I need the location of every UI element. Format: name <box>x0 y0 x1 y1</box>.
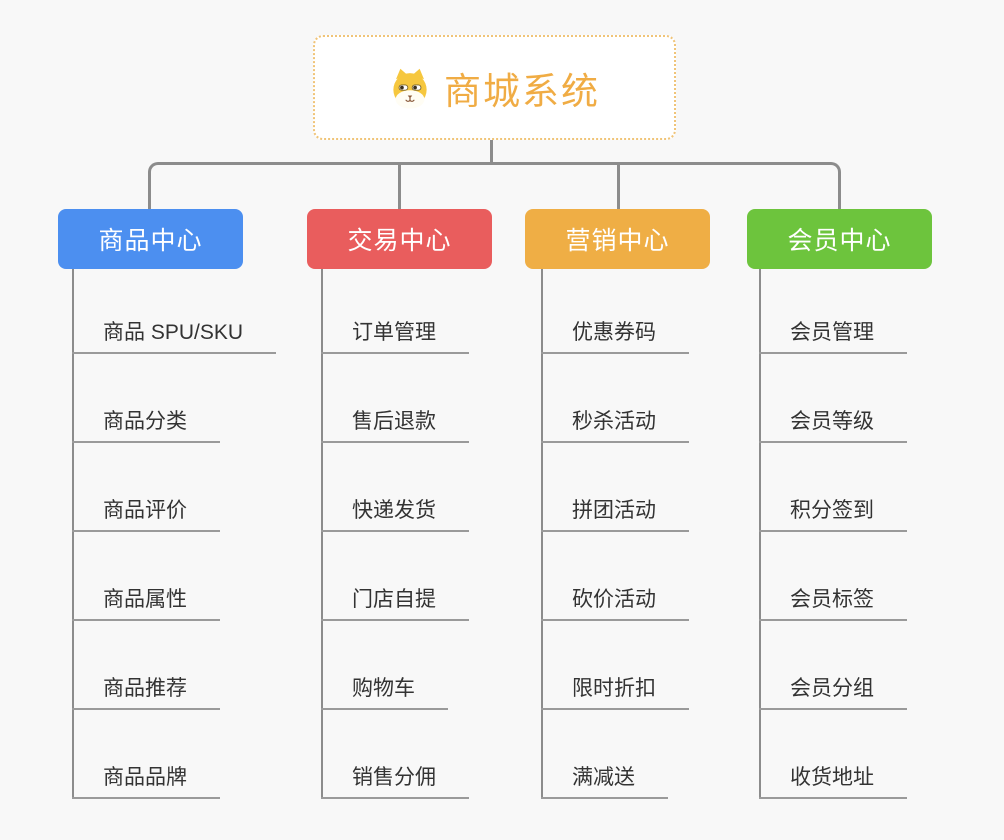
branch-product-center[interactable]: 商品中心 <box>58 209 243 269</box>
topic-item[interactable]: 商品品牌 <box>72 710 220 799</box>
topic-column-product: 商品 SPU/SKU 商品分类 商品评价 商品属性 商品推荐 商品品牌 <box>72 268 277 799</box>
topic-item[interactable]: 商品 SPU/SKU <box>72 268 277 354</box>
topic-item[interactable]: 售后退款 <box>321 354 469 443</box>
topic-column-trade: 订单管理 售后退款 快递发货 门店自提 购物车 销售分佣 <box>321 268 469 799</box>
topic-item[interactable]: 砍价活动 <box>541 532 689 621</box>
branch-marketing-center[interactable]: 营销中心 <box>525 209 710 269</box>
topic-item[interactable]: 快递发货 <box>321 443 469 532</box>
branch-trade-center[interactable]: 交易中心 <box>307 209 492 269</box>
shiba-dog-icon <box>389 67 431 109</box>
topic-item[interactable]: 积分签到 <box>759 443 907 532</box>
topic-item[interactable]: 门店自提 <box>321 532 469 621</box>
connector-bus <box>148 162 841 209</box>
connector-drop-trade <box>398 165 401 209</box>
branch-label: 交易中心 <box>347 227 452 255</box>
topic-item[interactable]: 商品评价 <box>72 443 220 532</box>
branch-label: 会员中心 <box>787 227 892 255</box>
topic-item[interactable]: 拼团活动 <box>541 443 689 532</box>
root-title: 商城系统 <box>444 70 600 112</box>
topic-item[interactable]: 商品属性 <box>72 532 220 621</box>
connector-column-member <box>759 269 761 799</box>
topic-column-member: 会员管理 会员等级 积分签到 会员标签 会员分组 收货地址 <box>759 268 907 799</box>
topic-item[interactable]: 商品推荐 <box>72 621 220 710</box>
topic-item[interactable]: 会员标签 <box>759 532 907 621</box>
topic-item[interactable]: 秒杀活动 <box>541 354 689 443</box>
topic-item[interactable]: 会员等级 <box>759 354 907 443</box>
topic-item[interactable]: 会员管理 <box>759 268 907 354</box>
topic-item[interactable]: 收货地址 <box>759 710 907 799</box>
branch-member-center[interactable]: 会员中心 <box>747 209 932 269</box>
connector-root-trunk <box>490 139 493 164</box>
connector-column-marketing <box>541 269 543 799</box>
root-node-mall-system[interactable]: 商城系统 <box>313 35 676 140</box>
topic-item[interactable]: 限时折扣 <box>541 621 689 710</box>
connector-drop-marketing <box>617 165 620 209</box>
topic-column-marketing: 优惠券码 秒杀活动 拼团活动 砍价活动 限时折扣 满减送 <box>541 268 689 799</box>
topic-item[interactable]: 会员分组 <box>759 621 907 710</box>
connector-column-product <box>72 269 74 799</box>
topic-item[interactable]: 满减送 <box>541 710 668 799</box>
topic-item[interactable]: 订单管理 <box>321 268 469 354</box>
branch-label: 商品中心 <box>98 227 203 255</box>
topic-item[interactable]: 商品分类 <box>72 354 220 443</box>
branch-label: 营销中心 <box>565 227 670 255</box>
topic-item[interactable]: 购物车 <box>321 621 448 710</box>
connector-column-trade <box>321 269 323 799</box>
topic-item[interactable]: 销售分佣 <box>321 710 469 799</box>
topic-item[interactable]: 优惠券码 <box>541 268 689 354</box>
